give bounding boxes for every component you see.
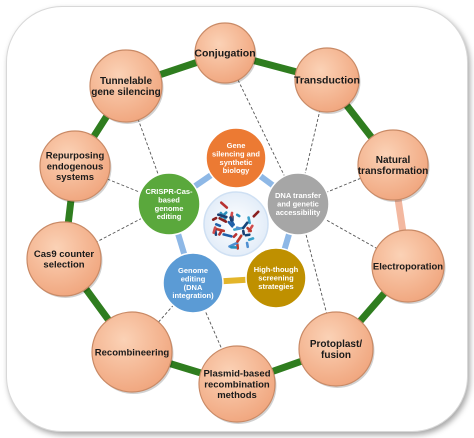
outer-node-circle [357, 129, 429, 201]
outer-node-label: Electroporation [373, 261, 443, 272]
outer-node-label: Conjugation [194, 48, 255, 60]
outer-node-circle [39, 130, 111, 202]
dna-fragment [245, 241, 250, 249]
dna-fragment [229, 216, 233, 222]
inner-node-circle [266, 172, 330, 236]
outer-node-recombineering: Recombineering [91, 311, 174, 394]
outer-node-circle [26, 221, 102, 297]
dna-fragment [232, 233, 238, 239]
dna-fragment [227, 220, 234, 228]
dna-molecules-image [203, 191, 269, 257]
outer-node-circle [194, 22, 256, 84]
outer-node-transduction: Transduction [294, 47, 361, 114]
dna-fragment [241, 221, 249, 230]
dna-fragment [211, 216, 218, 221]
dna-fragment [229, 245, 238, 249]
outer-node-label: Transduction [294, 75, 360, 87]
dna-fragment [236, 234, 243, 243]
dna-fragment [216, 213, 228, 219]
dna-fragment [235, 213, 241, 218]
outer-node-label: Recombineering [95, 347, 170, 358]
outer-node-circle [89, 49, 163, 123]
dna-fragment [219, 201, 229, 209]
outer-node-circle [294, 47, 360, 113]
dna-fragment [214, 223, 222, 228]
inner-node-circle [137, 172, 201, 236]
dna-fragment [218, 217, 228, 223]
dna-fragment [222, 233, 233, 238]
inner-node-circle [162, 252, 224, 314]
outer-node-electroporation: Electroporation [371, 229, 446, 304]
outer-node-label: Protoplast/fusion [310, 339, 362, 361]
dna-fragment [235, 226, 241, 230]
dna-fragment [212, 226, 217, 234]
dna-fragment [244, 233, 251, 237]
dna-fragment [218, 229, 223, 236]
inner-node-circle [245, 247, 307, 309]
outer-node-circle [91, 311, 173, 393]
inner-node-circle [205, 127, 267, 189]
outer-node-conjugation: Conjugation [194, 22, 257, 85]
outer-node-protoplast-fusion: Protoplast/fusion [298, 311, 375, 388]
dna-fragment [241, 229, 246, 236]
outer-node-circle [298, 311, 374, 387]
outer-node-circle [371, 229, 445, 303]
dna-fragment [246, 226, 253, 233]
outer-node-circle [198, 345, 276, 423]
dna-fragment [252, 210, 260, 218]
dna-fragment [247, 237, 255, 242]
